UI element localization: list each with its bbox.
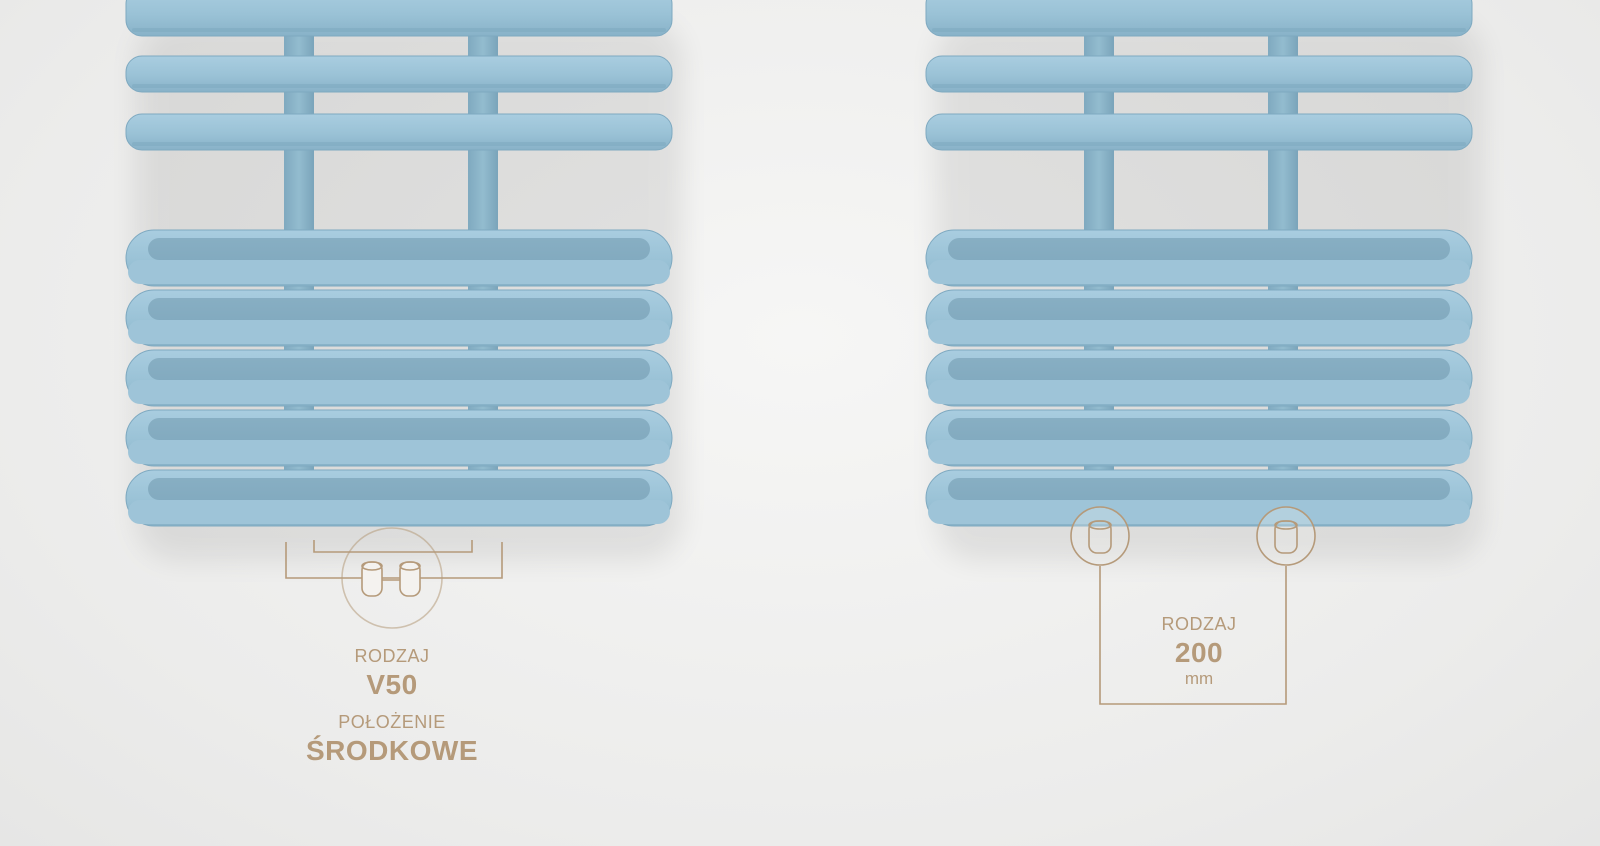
left-oval-face-2 [128,320,670,344]
left-thin-bar-1 [125,0,673,37]
valve-icon [1256,506,1316,566]
right-thin-bar-shade-3 [932,142,1466,146]
right-spacing-value: 200 [1174,637,1224,668]
left-connection-inner-bracket [313,540,473,553]
left-oval-opening-5 [148,478,650,500]
right-thin-bar-2 [925,55,1473,93]
right-oval-face-1 [928,260,1470,284]
left-oval-face-4 [128,440,670,464]
left-oval-face-3 [128,380,670,404]
valve-body-1 [361,561,383,597]
right-valve-circle-1 [1070,506,1130,566]
right-thin-bar-1 [925,0,1473,37]
left-oval-face-5 [128,500,670,524]
left-thin-bar-2 [125,55,673,93]
right-valve-top-2 [1274,520,1298,530]
right-thin-bar-shade-1 [932,28,1466,32]
right-type-caption: RODZAJ [1161,614,1237,634]
left-type-value: V50 [366,669,418,700]
right-spacing-bracket [1099,566,1287,705]
right-oval-face-4 [928,440,1470,464]
right-valve-circle-2 [1256,506,1316,566]
left-position-value: ŚRODKOWE [306,735,478,766]
right-oval-opening-4 [948,418,1450,440]
valve-top-2 [399,561,421,571]
left-connection-outer-bracket [285,542,503,579]
left-radiator [125,0,682,560]
left-oval-opening-4 [148,418,650,440]
left-valve-circle [341,527,443,629]
right-oval-opening-5 [948,478,1450,500]
right-thin-bar-3 [925,113,1473,151]
left-oval-opening-3 [148,358,650,380]
right-oval-face-2 [928,320,1470,344]
left-oval-face-1 [128,260,670,284]
right-thin-bar-shade-2 [932,84,1466,88]
left-thin-bar-shade-1 [132,28,666,32]
left-thin-bar-shade-2 [132,84,666,88]
valve-pair-icon [361,561,421,597]
left-position-caption: POŁOŻENIE [338,712,446,732]
right-oval-face-5 [928,500,1470,524]
right-radiator [925,0,1482,560]
left-thin-bar-3 [125,113,673,151]
right-connection-diagram [1070,506,1316,705]
left-connection-diagram [285,527,503,629]
valve-body-2 [399,561,421,597]
right-oval-opening-3 [948,358,1450,380]
right-valve-top-1 [1088,520,1112,530]
valve-top-1 [361,561,383,571]
right-oval-face-3 [928,380,1470,404]
right-oval-opening-1 [948,238,1450,260]
left-oval-opening-1 [148,238,650,260]
right-spacing-unit: mm [1184,669,1214,688]
right-oval-opening-2 [948,298,1450,320]
valve-icon [1070,506,1130,566]
left-thin-bar-shade-3 [132,142,666,146]
left-oval-opening-2 [148,298,650,320]
left-type-caption: RODZAJ [354,646,430,666]
